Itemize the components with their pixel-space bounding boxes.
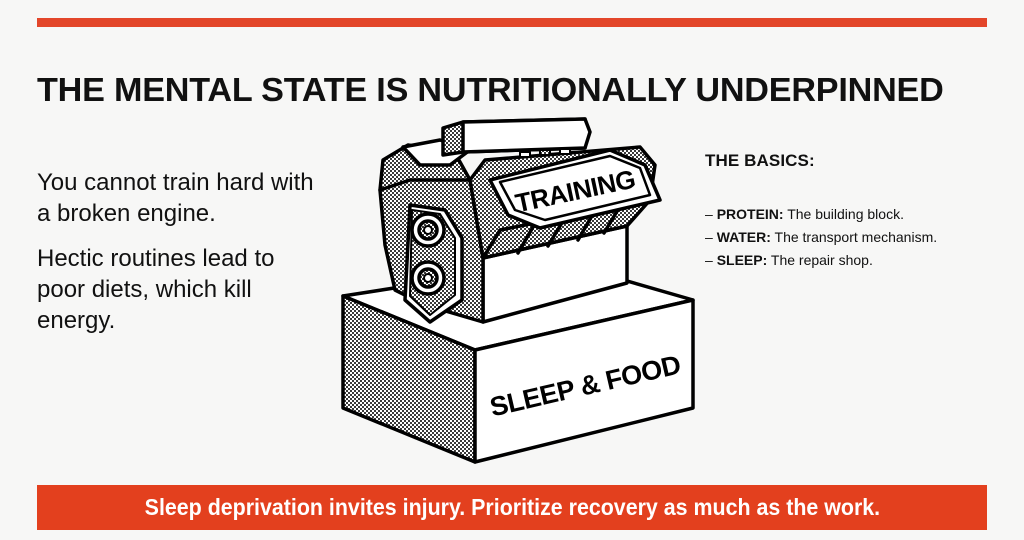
basics-title: THE BASICS: bbox=[705, 151, 815, 170]
term-water: WATER: bbox=[716, 229, 771, 245]
desc-sleep: The repair shop. bbox=[767, 252, 873, 268]
engine-on-pedestal-icon: TRAINING SLEEP & FOOD bbox=[330, 100, 710, 475]
desc-protein: The building block. bbox=[783, 206, 904, 222]
list-item-protein: – PROTEIN: The building block. bbox=[705, 203, 1005, 226]
callout-banner: Sleep deprivation invites injury. Priori… bbox=[37, 485, 987, 530]
basics-panel: THE BASICS: – PROTEIN: The building bloc… bbox=[705, 151, 1005, 272]
routine-paragraph: Hectic routines lead to poor diets, whic… bbox=[37, 245, 275, 334]
basics-list: – PROTEIN: The building block. – WATER: … bbox=[705, 203, 1005, 272]
dash: – bbox=[705, 252, 717, 268]
page-title: THE MENTAL STATE IS NUTRITIONALLY UNDERP… bbox=[37, 71, 944, 109]
term-sleep: SLEEP: bbox=[716, 252, 768, 268]
intro-paragraph: You cannot train hard with a broken engi… bbox=[37, 169, 314, 227]
list-item-sleep: – SLEEP: The repair shop. bbox=[705, 249, 1005, 272]
top-accent-rule bbox=[37, 18, 987, 27]
banner-text: Sleep deprivation invites injury. Priori… bbox=[144, 494, 880, 520]
term-protein: PROTEIN: bbox=[716, 206, 784, 222]
left-copy: You cannot train hard with a broken engi… bbox=[37, 167, 327, 350]
dash: – bbox=[705, 206, 717, 222]
desc-water: The transport mechanism. bbox=[770, 229, 938, 245]
dash: – bbox=[705, 229, 717, 245]
list-item-water: – WATER: The transport mechanism. bbox=[705, 226, 1005, 249]
